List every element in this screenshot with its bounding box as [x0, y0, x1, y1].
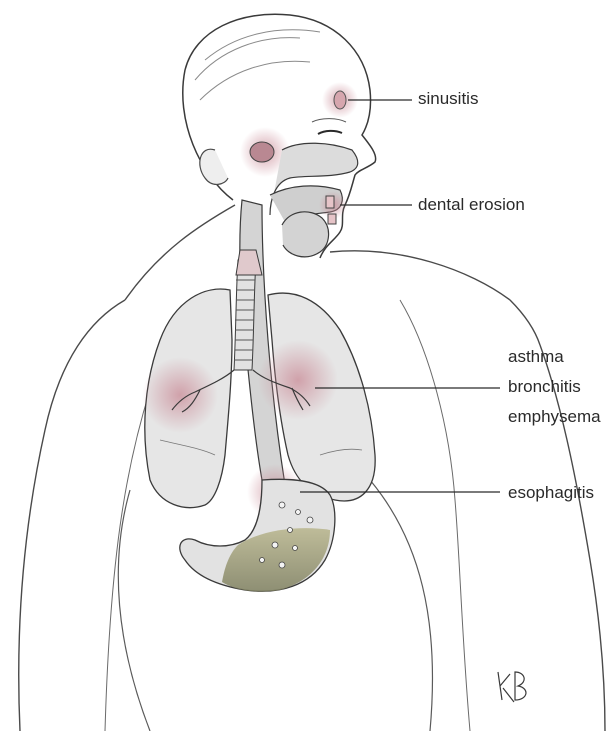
arm-right	[400, 300, 470, 731]
frontal-sinus	[334, 91, 346, 109]
artist-signature	[498, 672, 526, 702]
label-bronchitis: bronchitis	[508, 377, 581, 397]
stomach-acid	[222, 528, 330, 591]
shoulder-left	[125, 205, 235, 300]
ear	[200, 149, 228, 184]
maxillary-sinus	[250, 142, 274, 162]
label-asthma: asthma	[508, 347, 564, 367]
eye	[318, 131, 342, 134]
shoulder-right	[330, 251, 540, 345]
brow	[312, 119, 346, 122]
arm-left	[105, 390, 150, 731]
trachea	[234, 260, 256, 370]
label-sinusitis: sinusitis	[418, 89, 478, 109]
label-dental-erosion: dental erosion	[418, 195, 525, 215]
tongue	[282, 212, 329, 257]
hair-lines	[195, 30, 320, 100]
label-emphysema: emphysema	[508, 407, 601, 427]
label-esophagitis: esophagitis	[508, 483, 594, 503]
